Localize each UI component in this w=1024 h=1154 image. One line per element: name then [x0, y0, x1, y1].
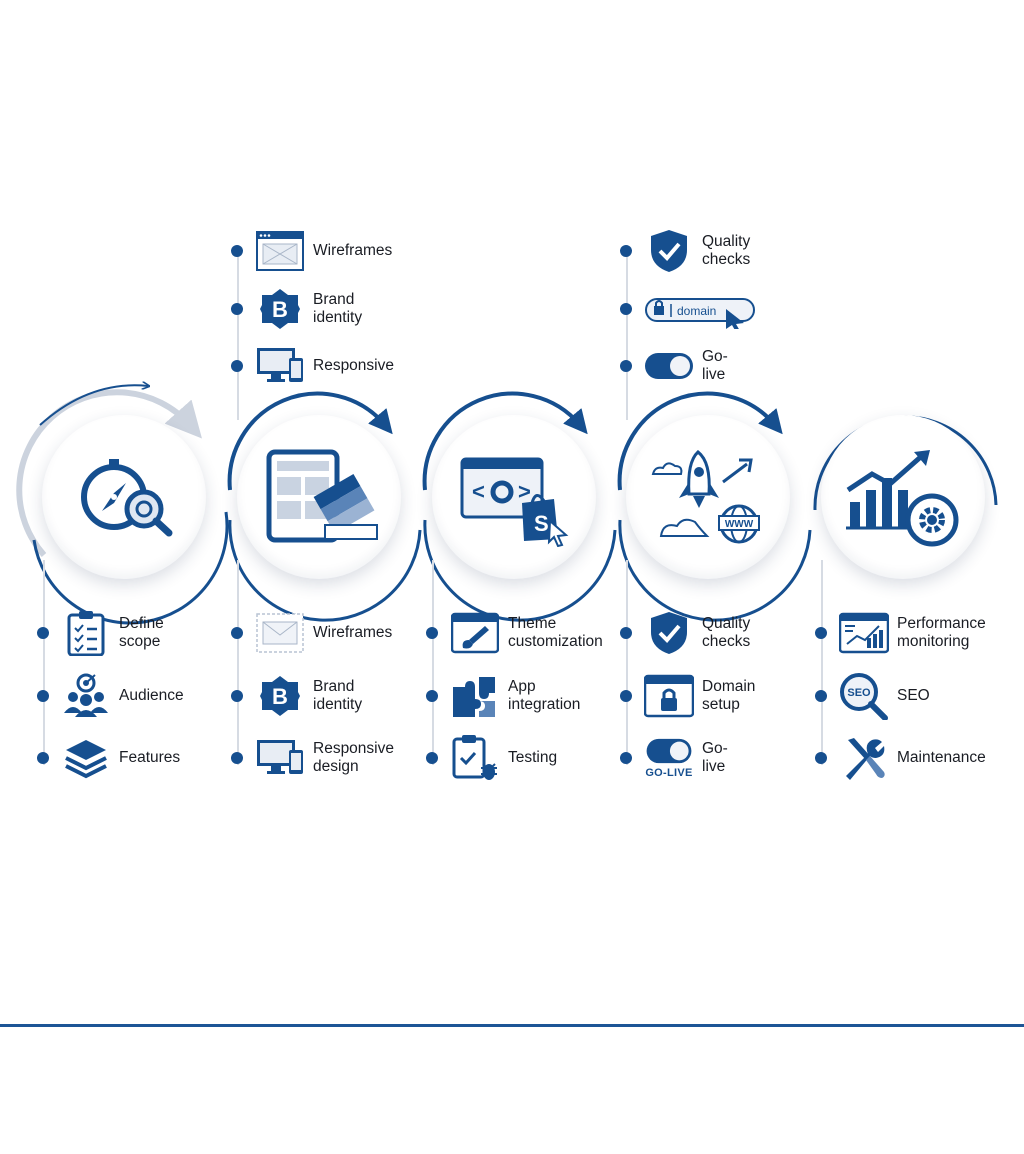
svg-text:>: > [518, 479, 531, 504]
stage-1-arc-blue [32, 511, 229, 625]
svg-text:B: B [272, 684, 288, 709]
bullet-dot [37, 690, 49, 702]
item-label: App integration [508, 678, 581, 713]
bullet-dot [620, 245, 632, 257]
www-text: WWW [725, 519, 754, 530]
item-label: Responsive design [313, 740, 394, 775]
browser-brush-icon [450, 610, 500, 656]
tablet-color-palette-icon [266, 449, 378, 543]
bullet-dot [426, 690, 438, 702]
rocket-launch-www-icon: WWW [651, 450, 760, 544]
item-label: Quality checks [702, 615, 751, 650]
stage-2-arc-top [227, 391, 393, 491]
wireframe-icon [255, 228, 305, 274]
item-label: Features [119, 749, 181, 766]
stage-1-top-arrow [39, 385, 148, 426]
item-label: Go-live [702, 740, 728, 775]
item-label: Go-live [702, 348, 728, 383]
bullet-dot [231, 752, 243, 764]
stem-top-2 [626, 245, 628, 420]
domain-url-bar-icon: domain [644, 286, 774, 332]
brand-b-icon: B [255, 286, 305, 332]
stage-circle-2 [237, 415, 401, 579]
item-label: Domain setup [702, 678, 756, 713]
devices-icon [255, 343, 305, 389]
item-label: Brand identity [313, 291, 363, 326]
item-label: Responsive [313, 357, 394, 374]
stage-1-arc-gray [16, 389, 202, 557]
stage-4-arc-top [617, 391, 783, 491]
item-label: Define scope [119, 615, 164, 650]
item-label: Quality checks [702, 233, 751, 268]
bullet-dot [815, 627, 827, 639]
stage-circle-3: < > S [432, 415, 596, 579]
layers-icon [61, 735, 111, 781]
domain-text: domain [677, 304, 716, 318]
devices-icon [255, 735, 305, 781]
go-live-caption: GO-LIVE [645, 767, 693, 779]
seo-magnifier-icon: SEO [839, 673, 889, 720]
brand-b-icon: B [255, 673, 305, 719]
item-label: Wireframes [313, 624, 393, 641]
wireframe-icon [255, 610, 305, 656]
shield-check-icon [644, 228, 694, 274]
item-label: Brand identity [313, 678, 363, 713]
stem-bottom-2 [237, 560, 239, 765]
item-label: Audience [119, 687, 184, 704]
item-label: Wireframes [313, 242, 393, 259]
clipboard-bug-icon [450, 735, 500, 781]
compass-magnifier-icon [81, 459, 173, 537]
wrench-screwdriver-icon [839, 735, 889, 781]
toggle-icon [644, 343, 694, 389]
growth-chart-gear-icon [846, 450, 959, 547]
bullet-dot [426, 627, 438, 639]
audience-target-icon [61, 673, 111, 719]
svg-text:S: S [534, 511, 549, 536]
bullet-dot [37, 752, 49, 764]
bullet-dot [231, 690, 243, 702]
puzzle-icon [450, 673, 500, 719]
item-label: Performance monitoring [897, 615, 986, 650]
bullet-dot [231, 360, 243, 372]
item-label: Maintenance [897, 749, 986, 766]
stem-top-1 [237, 245, 239, 420]
bullet-dot [231, 245, 243, 257]
svg-text:B: B [272, 297, 288, 322]
bullet-dot [620, 752, 632, 764]
item-label: SEO [897, 687, 930, 704]
stage-3-arc-top [422, 391, 588, 491]
bullet-dot [231, 303, 243, 315]
stem-bottom-1 [43, 560, 45, 765]
stage-circle-5 [821, 415, 985, 579]
dashboard-chart-icon [839, 610, 889, 656]
stage-circle-1 [42, 415, 206, 579]
bullet-dot [620, 360, 632, 372]
bullet-dot [231, 627, 243, 639]
bottom-rule [0, 1024, 1024, 1027]
clipboard-checklist-icon [61, 610, 111, 656]
bullet-dot [815, 690, 827, 702]
browser-lock-icon [644, 673, 694, 719]
bullet-dot [620, 303, 632, 315]
bullet-dot [815, 752, 827, 764]
seo-text: SEO [847, 687, 871, 699]
stage-circle-4: WWW [626, 415, 790, 579]
stem-bottom-3 [432, 560, 434, 765]
bullet-dot [620, 690, 632, 702]
bullet-dot [620, 627, 632, 639]
browser-code-shopping-bag-icon: < > S [460, 457, 569, 547]
item-label: Testing [508, 749, 558, 766]
svg-text:<: < [472, 479, 485, 504]
stem-bottom-5 [821, 560, 823, 765]
stem-bottom-4 [626, 560, 628, 765]
bullet-dot [37, 627, 49, 639]
bullet-dot [426, 752, 438, 764]
item-label: Theme customization [508, 615, 603, 650]
shield-check-icon [644, 610, 694, 656]
toggle-icon: GO-LIVE [644, 735, 694, 781]
